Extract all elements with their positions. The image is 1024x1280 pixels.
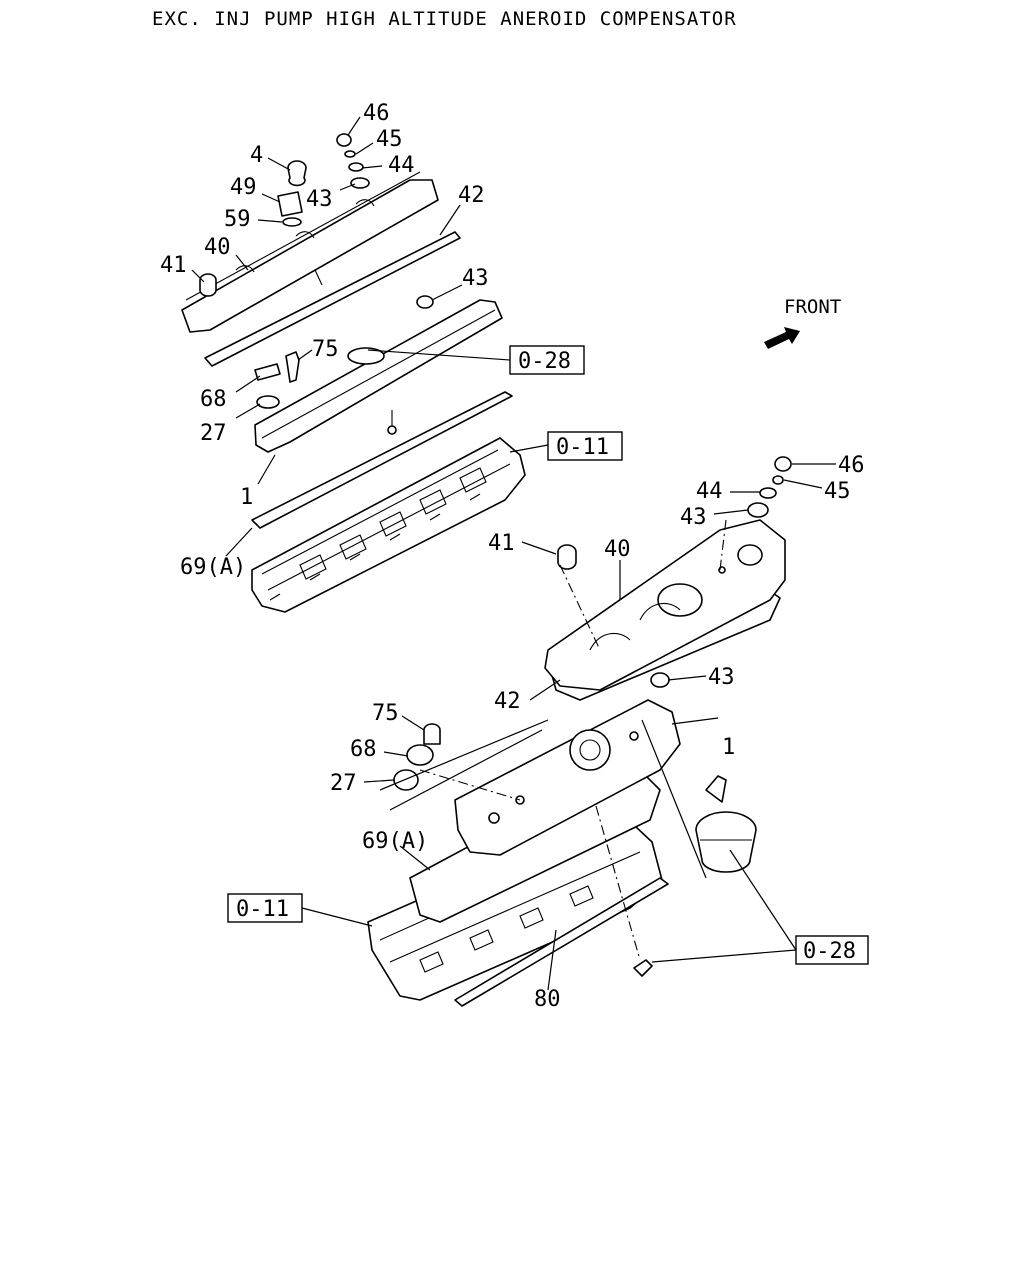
lower-washer-68 bbox=[406, 744, 434, 766]
lower-label-80: 80 bbox=[534, 987, 561, 1012]
upper-label-75: 75 bbox=[312, 337, 339, 362]
lower-ref-0-28[interactable]: 0-28 bbox=[803, 939, 856, 964]
upper-nut-46 bbox=[336, 133, 352, 147]
lower-label-27: 27 bbox=[330, 771, 357, 796]
upper-label-1: 1 bbox=[240, 485, 253, 510]
upper-label-45: 45 bbox=[376, 127, 403, 152]
lower-rocker-cover-1 bbox=[454, 699, 681, 856]
lower-bolt-0-28 bbox=[633, 959, 653, 977]
upper-cylinder-head bbox=[251, 437, 526, 613]
upper-label-59: 59 bbox=[224, 207, 251, 232]
upper-washer-45 bbox=[344, 150, 356, 158]
lower-label-41: 41 bbox=[488, 531, 515, 556]
upper-rocker-cover-1 bbox=[254, 299, 503, 453]
upper-label-40: 40 bbox=[204, 235, 231, 260]
upper-ring-59 bbox=[282, 217, 302, 227]
lower-ref-box-0-28 bbox=[795, 935, 869, 965]
upper-cover-40 bbox=[181, 171, 439, 333]
lower-seal-44 bbox=[759, 487, 777, 499]
upper-washer-27 bbox=[256, 395, 280, 409]
lower-label-1: 1 bbox=[722, 735, 735, 760]
lower-label-44: 44 bbox=[696, 479, 723, 504]
upper-pipe-49 bbox=[277, 191, 303, 217]
upper-label-46: 46 bbox=[363, 101, 390, 126]
lower-gasket-80 bbox=[454, 877, 669, 1007]
upper-cap-4 bbox=[287, 160, 307, 187]
upper-label-41: 41 bbox=[160, 253, 187, 278]
upper-label-4: 4 bbox=[250, 143, 263, 168]
lower-label-43b: 43 bbox=[708, 665, 735, 690]
lower-washer-27 bbox=[393, 769, 419, 791]
lower-grommet-43a bbox=[747, 502, 769, 518]
upper-ref-0-28[interactable]: 0-28 bbox=[518, 349, 571, 374]
lower-label-75: 75 bbox=[372, 701, 399, 726]
lower-label-45: 45 bbox=[824, 479, 851, 504]
lower-view: 46 44 45 43 41 40 43 42 75 1 68 27 69(A)… bbox=[227, 453, 869, 1012]
upper-grommet-43b bbox=[416, 295, 434, 309]
upper-label-27: 27 bbox=[200, 421, 227, 446]
upper-plug-41 bbox=[199, 273, 217, 297]
front-label: FRONT bbox=[784, 296, 841, 318]
lower-label-40: 40 bbox=[604, 537, 631, 562]
lower-label-42: 42 bbox=[494, 689, 521, 714]
upper-label-68: 68 bbox=[200, 387, 227, 412]
upper-label-69a: 69(A) bbox=[180, 555, 246, 580]
upper-gasket-42 bbox=[204, 231, 461, 367]
upper-label-44: 44 bbox=[388, 153, 415, 178]
upper-ref-0-11[interactable]: 0-11 bbox=[556, 435, 609, 460]
lower-ref-0-11[interactable]: 0-11 bbox=[236, 897, 289, 922]
lower-compensator bbox=[695, 775, 757, 873]
lower-label-68: 68 bbox=[350, 737, 377, 762]
upper-label-49: 49 bbox=[230, 175, 257, 200]
lower-ref-box-0-11 bbox=[227, 893, 303, 923]
lower-nut-46 bbox=[774, 456, 792, 472]
lower-grommet-43b bbox=[650, 672, 670, 688]
lower-label-43a: 43 bbox=[680, 505, 707, 530]
upper-seal-44 bbox=[348, 162, 364, 172]
upper-grommet-43a bbox=[350, 177, 370, 189]
upper-label-43a: 43 bbox=[306, 187, 333, 212]
upper-view: 46 45 44 4 49 43 42 59 40 41 43 75 68 27… bbox=[160, 101, 623, 613]
lower-washer-45 bbox=[772, 475, 784, 485]
upper-ref-box-0-11 bbox=[547, 431, 623, 461]
lower-bolt-75 bbox=[423, 723, 441, 745]
diagram-title: EXC. INJ PUMP HIGH ALTITUDE ANEROID COMP… bbox=[152, 8, 737, 30]
lower-label-69a: 69(A) bbox=[362, 829, 428, 854]
upper-bolt-75 bbox=[285, 351, 300, 383]
front-arrow-icon bbox=[764, 327, 800, 349]
upper-label-42: 42 bbox=[458, 183, 485, 208]
upper-gasket-69a bbox=[251, 391, 513, 529]
upper-ref-box-0-28 bbox=[509, 345, 585, 375]
upper-label-43b: 43 bbox=[462, 266, 489, 291]
upper-bracket-68 bbox=[254, 363, 281, 381]
lower-cover-40 bbox=[544, 519, 786, 691]
lower-label-46: 46 bbox=[838, 453, 865, 478]
